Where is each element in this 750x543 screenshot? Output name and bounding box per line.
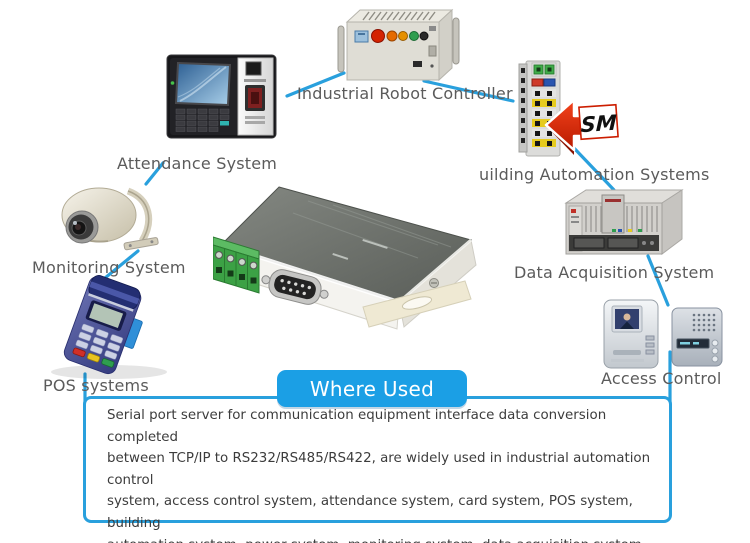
monitoring-label: Monitoring System [32,258,186,277]
line-building-to-dataacq [571,145,616,192]
line-controller-to-building [422,79,515,103]
line-dataacq-to-access [646,254,670,307]
pos-label: POS systems [43,376,149,395]
pos-terminal-image [24,272,194,382]
cctv-camera-image [52,183,170,255]
sm-logo-text: SM [580,110,617,138]
fingerprint-terminal-image [166,53,278,141]
robot-controller-image [325,6,461,88]
plc-io-module-image [512,56,572,160]
building-automation-label: uilding Automation Systems [479,165,710,184]
industrial-robot-label: Industrial Robot Controller [297,84,513,103]
description-text: Serial port server for communication equ… [107,408,651,543]
daq-chassis-image [556,183,692,261]
where-used-button[interactable]: Where Used [277,370,467,407]
serial-port-server-image [213,183,483,333]
attendance-label: Attendance System [117,154,278,173]
red-arrow-sm-logo: SM [540,92,620,158]
data-acquisition-label: Data Acquisition System [514,263,715,282]
access-control-label: Access Control [601,369,722,388]
line-attendance-to-camera [144,161,165,186]
line-attendance-to-controller [285,71,346,98]
access-control-devices-image [598,298,726,376]
